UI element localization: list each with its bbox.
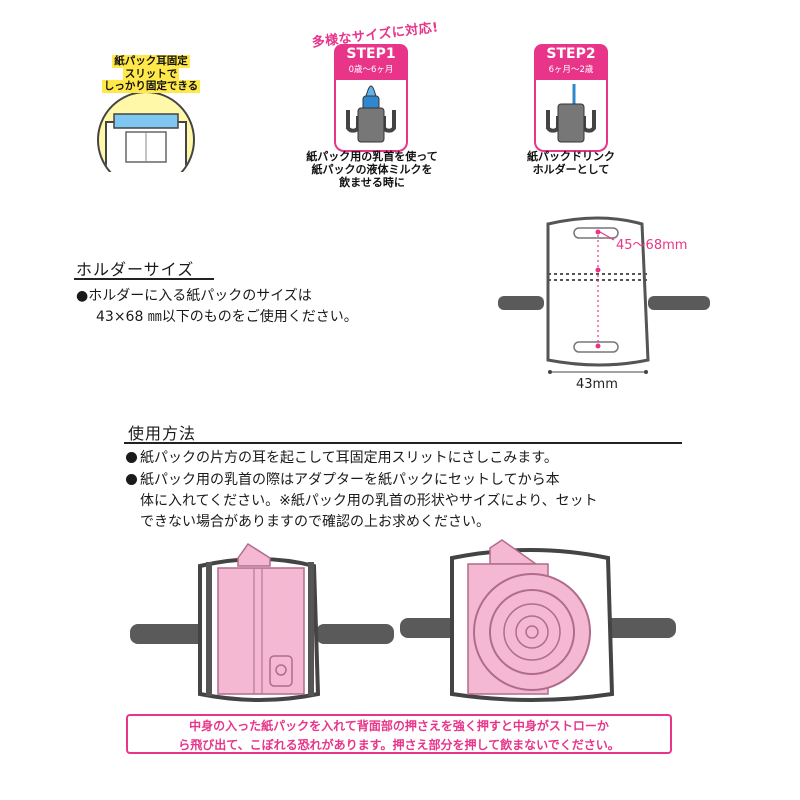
step2-caption: 紙パックドリンク ホルダーとして — [496, 150, 646, 176]
usage-heading: 使用方法 — [128, 424, 197, 443]
straw-holder-icon — [546, 84, 596, 143]
dimension-width-label: 43mm — [576, 377, 618, 392]
right-handle — [316, 624, 394, 644]
bullet-dot — [126, 474, 137, 485]
left-handle — [130, 624, 206, 644]
warning-box: 中身の入った紙パックを入れて背面部の押さえを強く押すと中身がストローか ら飛び出… — [126, 714, 672, 754]
left-handle — [498, 296, 544, 310]
right-handle — [604, 618, 676, 638]
step1-caption: 紙パック用の乳首を使って 紙パックの液体ミルクを 飲ませる時に — [282, 150, 462, 189]
step1-caption-line3: 飲ませる時に — [339, 176, 405, 189]
holder-nipple-view-illustration — [400, 539, 676, 702]
holder-size-rule — [74, 278, 214, 280]
bottle-nipple-holder-icon — [346, 85, 396, 143]
slit-badge-line1: 紙パック耳固定 — [112, 55, 190, 68]
step2-card: STEP2 6ヶ月～2歳 — [534, 44, 608, 152]
step2-age: 6ヶ月～2歳 — [548, 65, 594, 75]
step1-caption-line1: 紙パック用の乳首を使って — [306, 150, 438, 163]
step1-caption-line2: 紙パックの液体ミルクを — [311, 163, 433, 176]
step2-tag: STEP2 6ヶ月～2歳 — [534, 44, 608, 80]
dimension-height-label: 45～68mm — [616, 238, 688, 253]
holder-size-line1: ●ホルダーに入る紙パックのサイズは — [76, 288, 312, 304]
step1-image-box — [334, 80, 408, 152]
left-handle — [400, 618, 460, 638]
holder-size-line2: 43×68 ㎜以下のものをご使用ください。 — [96, 309, 358, 325]
right-handle — [648, 296, 710, 310]
step2-caption-line1: 紙パックドリンク — [527, 150, 615, 163]
step2-image-box — [534, 80, 608, 152]
slit-badge-line3: しっかり固定できる — [101, 80, 201, 93]
warning-line2: ら飛び出て、こぼれる恐れがあります。押さえ部分を押して飲まないでください。 — [178, 738, 620, 752]
usage-bullet-2-line1: 紙パック用の乳首の際はアダプターを紙パックにセットしてから本 — [140, 472, 560, 488]
step1-age: 0歳～6ヶ月 — [348, 65, 394, 75]
step1-title: STEP1 — [346, 46, 396, 62]
step2-title: STEP2 — [546, 46, 596, 62]
usage-bullet-1-line1: 紙パックの片方の耳を起こして耳固定用スリットにさしこみます。 — [140, 450, 558, 466]
holder-size-heading: ホルダーサイズ — [76, 260, 195, 279]
holder-side-view-illustration — [130, 542, 394, 702]
step1-tag: STEP1 0歳～6ヶ月 — [334, 44, 408, 80]
usage-bullet-2-line3: できない場合がありますので確認の上お求めください。 — [140, 514, 490, 530]
usage-bullet-2-line2: 体に入れてください。※紙パック用の乳首の形状やサイズにより、セット — [140, 493, 598, 509]
slit-badge-label: 紙パック耳固定 スリットで しっかり固定できる — [90, 55, 212, 93]
step2-caption-line2: ホルダーとして — [532, 163, 610, 176]
warning-line1: 中身の入った紙パックを入れて背面部の押さえを強く押すと中身がストローか — [189, 719, 609, 733]
usage-rule — [124, 442, 682, 444]
usage-bullet-2: 紙パック用の乳首の際はアダプターを紙パックにセットしてから本 体に入れてください… — [126, 470, 686, 533]
step1-card: STEP1 0歳～6ヶ月 — [334, 44, 408, 152]
holder-size-text: ●ホルダーに入る紙パックのサイズは 43×68 ㎜以下のものをご使用ください。 — [76, 286, 436, 328]
bullet-dot — [126, 452, 137, 463]
usage-bullet-1: 紙パックの片方の耳を起こして耳固定用スリットにさしこみます。 — [126, 448, 686, 469]
carton-slit-icon — [97, 91, 195, 172]
holder-dimension-diagram — [498, 216, 710, 374]
slit-badge-line2: スリットで — [122, 67, 180, 80]
